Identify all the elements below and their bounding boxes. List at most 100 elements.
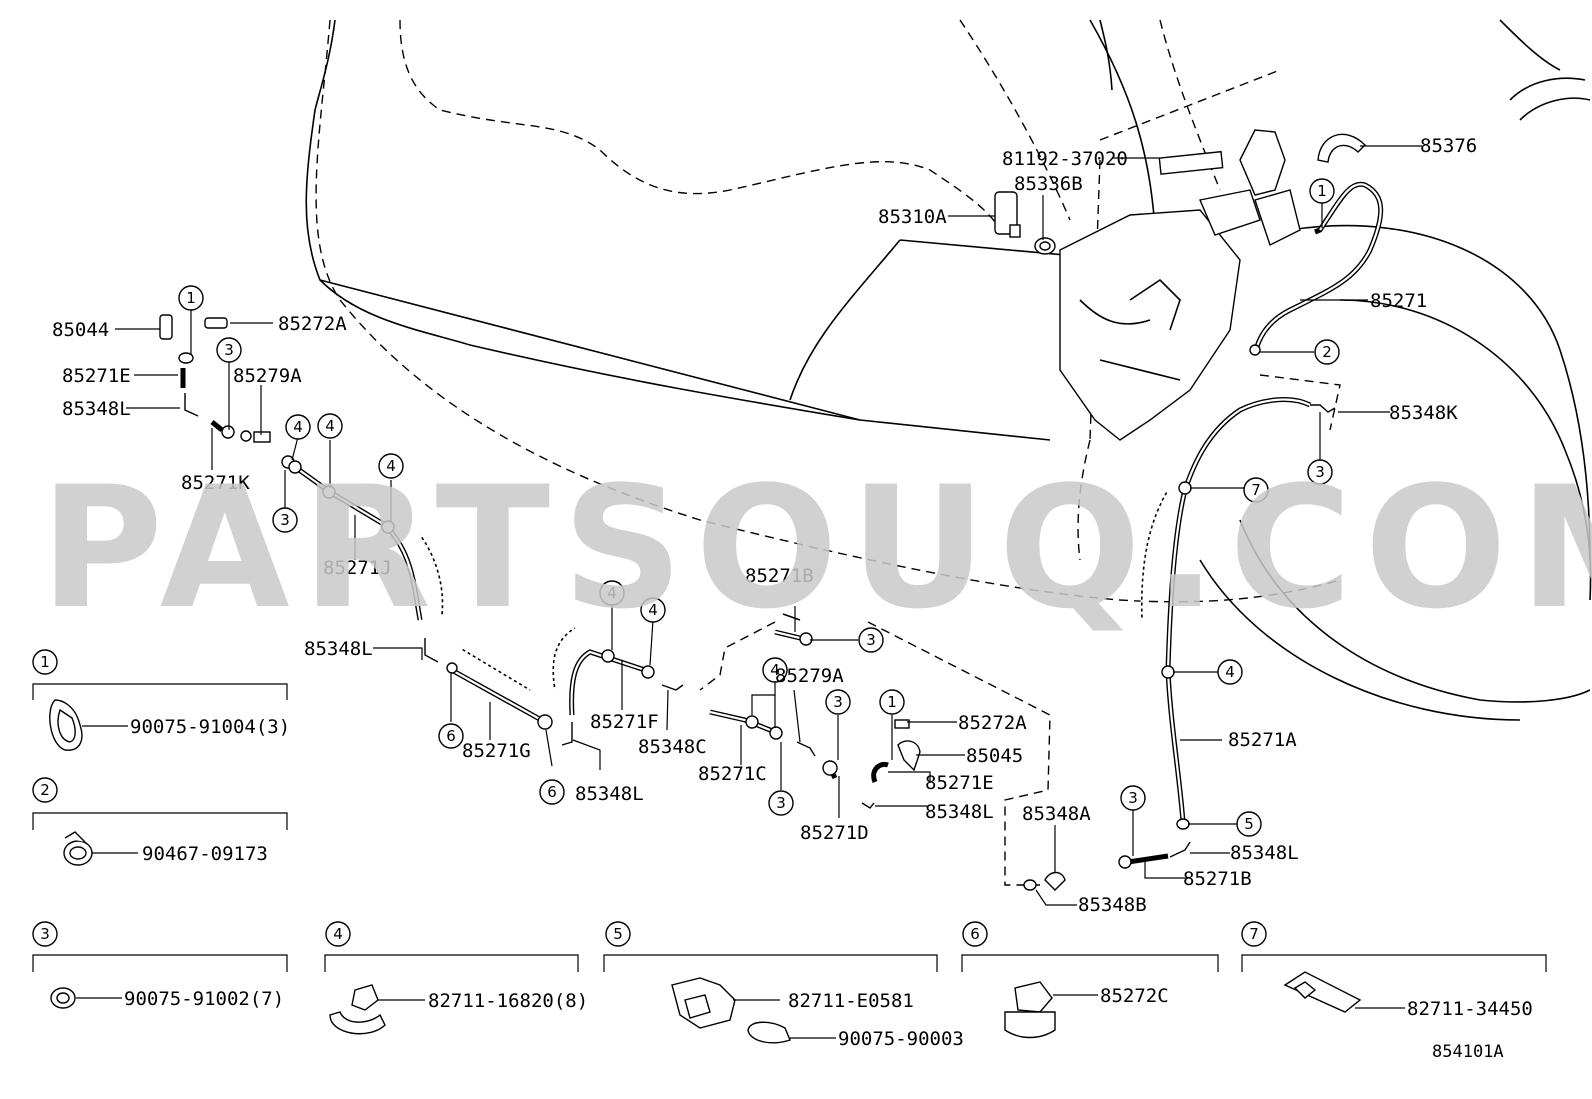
svg-text:7: 7 (1249, 925, 1259, 943)
legend-item-2: 2 90467-09173 (32, 777, 288, 866)
svg-text:4: 4 (333, 925, 343, 943)
legend-part-1: 90075-91004(3) (130, 716, 290, 738)
label-85348L: 85348L (925, 801, 994, 823)
callout-4: 4 (1217, 659, 1243, 685)
label-85271E: 85271E (62, 365, 131, 387)
label-85348L: 85348L (1230, 842, 1299, 864)
legend-item-5: 5 82711-E0581 90075-90003 (603, 921, 964, 1050)
svg-text:3: 3 (40, 925, 50, 943)
callout-4: 4 (317, 413, 343, 439)
svg-text:3: 3 (224, 341, 234, 359)
label-85272A: 85272A (958, 712, 1027, 734)
svg-text:5: 5 (1244, 815, 1254, 833)
svg-text:1: 1 (186, 289, 196, 307)
diagram-id: 854101A (1432, 1042, 1504, 1062)
legend-part-6: 85272C (1100, 985, 1169, 1007)
legend-part-5b: 90075-90003 (838, 1028, 964, 1050)
callout-4: 4 (762, 657, 788, 683)
svg-text:5: 5 (613, 925, 623, 943)
svg-text:1: 1 (887, 693, 897, 711)
label-85279A: 85279A (233, 365, 302, 387)
legend-item-6: 6 85272C (961, 921, 1219, 1039)
legend-item-7: 7 82711-34450 (1241, 921, 1547, 1020)
svg-text:2: 2 (1322, 343, 1332, 361)
label-85271: 85271 (1370, 290, 1427, 312)
label-85271K: 85271K (181, 472, 250, 494)
callout-4: 4 (599, 580, 625, 606)
callout-5: 5 (1236, 811, 1262, 837)
watermark-text: PARTSOUQ.COM (40, 450, 1592, 646)
svg-text:7: 7 (1251, 481, 1261, 499)
washer-pump-85310A (994, 191, 1021, 238)
callout-3: 3 (216, 337, 242, 363)
label-85271D: 85271D (800, 822, 869, 844)
svg-text:1: 1 (40, 653, 50, 671)
svg-text:4: 4 (1225, 663, 1235, 681)
label-85348C: 85348C (638, 736, 707, 758)
callout-3: 3 (768, 790, 794, 816)
legend-part-7: 82711-34450 (1407, 998, 1533, 1020)
label-85376: 85376 (1420, 135, 1477, 157)
svg-text:3: 3 (833, 693, 843, 711)
svg-text:4: 4 (325, 417, 335, 435)
callout-4: 4 (640, 597, 666, 623)
svg-text:6: 6 (970, 925, 980, 943)
callout-1: 1 (879, 689, 905, 715)
callout-1: 1 (178, 285, 204, 311)
label-85348L: 85348L (304, 638, 373, 660)
washer-tank (1059, 129, 1301, 441)
callout-4: 4 (378, 453, 404, 479)
legend-item-3: 3 90075-91002(7) (32, 921, 288, 1010)
label-85045: 85045 (966, 745, 1023, 767)
svg-text:4: 4 (648, 601, 658, 619)
legend-part-4: 82711-16820(8) (428, 990, 588, 1012)
label-85271B: 85271B (1183, 868, 1252, 890)
label-85336B: 85336B (1014, 173, 1083, 195)
svg-text:4: 4 (386, 457, 396, 475)
label-85271B: 85271B (745, 565, 814, 587)
label-85348A: 85348A (1022, 803, 1091, 825)
label-85271F: 85271F (590, 711, 659, 733)
callout-6: 6 (438, 723, 464, 749)
label-85348K: 85348K (1389, 402, 1458, 424)
clamps-and-fittings (159, 314, 1336, 891)
grommet-85336B (1034, 237, 1056, 255)
callout-3: 3 (825, 689, 851, 715)
svg-text:6: 6 (446, 727, 456, 745)
vehicle-body-outline (305, 19, 1592, 886)
legend: 1 90075-91004(3) 2 90467-09173 3 90075-9… (32, 649, 1547, 1050)
svg-text:3: 3 (1128, 789, 1138, 807)
svg-text:1: 1 (1317, 182, 1327, 200)
label-85272A: 85272A (278, 313, 347, 335)
svg-text:3: 3 (280, 511, 290, 529)
svg-text:3: 3 (1315, 463, 1325, 481)
callout-1: 1 (1309, 178, 1335, 204)
svg-text:4: 4 (770, 661, 780, 679)
callout-circles: 1 3 4 4 3 4 6 6 4 4 3 4 3 1 3 1 2 3 7 4 … (178, 178, 1340, 837)
callout-3: 3 (1307, 459, 1333, 485)
callout-7: 7 (1243, 477, 1269, 503)
legend-part-3: 90075-91002(7) (124, 988, 284, 1010)
svg-text:3: 3 (866, 631, 876, 649)
svg-text:2: 2 (40, 781, 50, 799)
svg-text:3: 3 (776, 794, 786, 812)
callout-2: 2 (1314, 339, 1340, 365)
label-85044: 85044 (52, 319, 109, 341)
label-85271J: 85271J (323, 557, 392, 579)
label-81192-37020: 81192-37020 (1002, 148, 1128, 170)
label-85348L: 85348L (62, 398, 131, 420)
legend-item-1: 1 90075-91004(3) (32, 649, 290, 751)
label-85271A: 85271A (1228, 729, 1297, 751)
callout-3: 3 (858, 627, 884, 653)
legend-item-4: 4 82711-16820(8) (324, 921, 588, 1035)
callout-4: 4 (285, 414, 311, 440)
legend-part-2: 90467-09173 (142, 843, 268, 865)
legend-part-5a: 82711-E0581 (788, 990, 914, 1012)
label-85271G: 85271G (462, 740, 531, 762)
seal-85376 (1317, 133, 1366, 163)
part-number-labels: 85044 85272A 85271E 85279A 85348L 85271K… (52, 135, 1477, 916)
label-85271E: 85271E (925, 772, 994, 794)
label-85348B: 85348B (1078, 894, 1147, 916)
label-85348L: 85348L (575, 783, 644, 805)
callout-3: 3 (272, 507, 298, 533)
